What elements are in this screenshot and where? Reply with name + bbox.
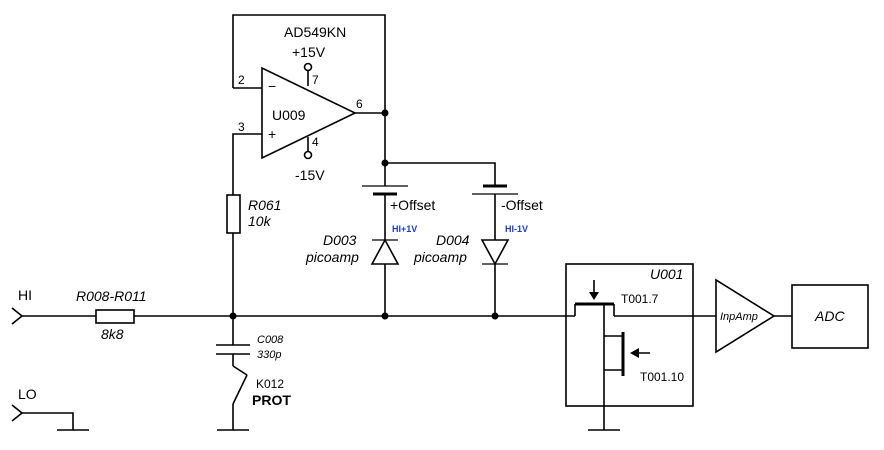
lo-label: LO: [18, 386, 37, 402]
supply-pos-label: +15V: [292, 44, 326, 60]
inamp-triangle: [715, 278, 776, 354]
pin-4-label: 4: [312, 135, 319, 149]
feedback-wire: [232, 14, 386, 113]
switch-k012: K012 PROT: [217, 365, 291, 431]
opamp-ref-label: U009: [272, 107, 306, 123]
r008-body: [95, 309, 135, 324]
terminal-neg-supply: [303, 150, 313, 160]
terminal-pos-supply: [303, 62, 313, 72]
d004-note: HI-1V: [505, 224, 528, 234]
r061-value-label: 10k: [248, 213, 272, 229]
wire-to-neg-offset: [385, 162, 496, 186]
opamp-triangle: [261, 66, 357, 160]
resistor-r061: R061 10k: [226, 194, 281, 234]
opamp-noninv-sign: +: [268, 126, 276, 142]
opamp-u009: − + U009 AD549KN: [261, 24, 357, 160]
c008-value-label: 330p: [257, 349, 281, 361]
adc-frame: [791, 284, 869, 349]
hi-input-connector[interactable]: [11, 307, 24, 325]
pin-3-label: 3: [238, 120, 245, 134]
supply-neg-label: -15V: [295, 167, 325, 183]
d004-type-label: picoamp: [413, 249, 467, 265]
t2-label: T001.10: [640, 370, 684, 384]
r061-ref-label: R061: [248, 197, 281, 213]
k012-name-label: PROT: [252, 392, 291, 408]
hi-label: HI: [18, 287, 32, 303]
pin-2-label: 2: [238, 73, 245, 87]
k012-blade[interactable]: [232, 374, 248, 405]
neg-offset-label: -Offset: [501, 197, 543, 213]
lo-input-connector[interactable]: [11, 404, 24, 422]
opamp-inv-sign: −: [268, 78, 276, 94]
pin-7-label: 7: [312, 73, 319, 87]
capacitor-c008: C008 330p: [216, 316, 284, 366]
pin-6-label: 6: [356, 97, 363, 111]
k012-ref-label: K012: [256, 377, 284, 391]
u001-frame: [565, 263, 694, 407]
wire-lo-ground: [22, 412, 74, 430]
u001-label: U001: [650, 266, 683, 282]
t2-arrow-head: [630, 348, 639, 358]
input-amplifier: InpAmp: [715, 278, 776, 354]
d003-type-label: picoamp: [305, 249, 359, 265]
resistor-r008-r011: R008-R011 8k8: [76, 288, 147, 342]
pos-offset-label: +Offset: [390, 197, 435, 213]
t1-label: T001.7: [621, 292, 659, 306]
wire-pin3: [232, 133, 262, 195]
u001-block: U001 T001.7 T001.10: [565, 263, 716, 431]
opamp-part-label: AD549KN: [284, 24, 346, 40]
adc-label: ADC: [814, 308, 845, 324]
r061-body: [226, 194, 241, 234]
t1-arrow-head: [589, 292, 599, 300]
d004-triangle: [480, 239, 510, 266]
diode-d003: D003 picoamp HI+1V: [305, 224, 417, 265]
r008-ref-label: R008-R011: [76, 288, 147, 304]
r008-value-label: 8k8: [101, 326, 124, 342]
d004-ref-label: D004: [436, 232, 470, 248]
d003-triangle: [370, 238, 400, 265]
diode-d004: D004 picoamp HI-1V: [413, 224, 528, 266]
inamp-label: InpAmp: [720, 311, 758, 323]
c008-ref-label: C008: [257, 334, 284, 346]
d003-ref-label: D003: [323, 232, 357, 248]
k012-top-stub: [232, 365, 248, 376]
d003-note: HI+1V: [392, 224, 417, 234]
adc-block: ADC: [791, 284, 869, 349]
